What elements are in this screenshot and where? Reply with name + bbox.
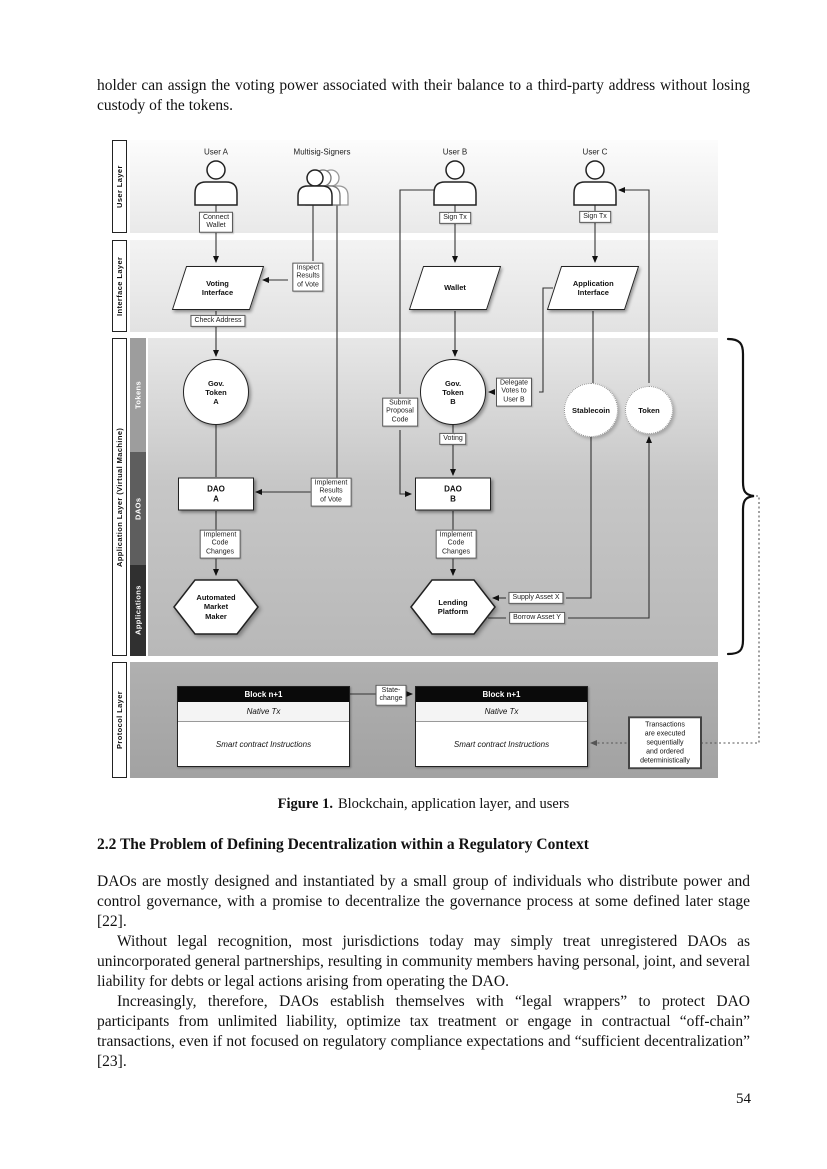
inspect-results-label: Inspect Results of Vote [292,262,324,292]
gov-token-a-node: Gov. Token A [183,359,249,425]
user-c-icon [573,160,617,206]
block-b-native-tx: Native Tx [416,702,587,722]
figure-caption: Figure 1.Blockchain, application layer, … [97,796,750,813]
user-a-icon [194,160,238,206]
user-b-label: User B [442,147,468,157]
line-userb-submitproposal [399,189,434,394]
submit-proposal-label: Submit Proposal Code [382,397,418,427]
caption-text: Blockchain, application layer, and users [337,796,570,812]
supply-asset-label: Supply Asset X [508,591,564,605]
paragraph-1: DAOs are mostly designed and instantiate… [97,873,750,930]
multisig-signers-icon [297,169,349,206]
voting-interface-node: Voting Interface [171,266,265,310]
page-number: 54 [736,1091,751,1107]
caption-label: Figure 1. [277,796,333,812]
amm-node: Automated Market Maker [172,577,260,637]
block-a-smart-instructions: Smart contract Instructions [215,739,312,749]
application-layer-brace [726,337,755,656]
wallet-node: Wallet [408,266,502,310]
block-b: Block n+1 Native Tx Smart contract Instr… [415,686,588,767]
line-appinterface-delegate [539,287,553,393]
voting-label: Voting [439,432,467,446]
paragraph-2: Without legal recognition, most jurisdic… [97,933,750,990]
intro-paragraph: holder can assign the voting power assoc… [97,77,750,114]
multisig-signers-label: Multisig-Signers [293,147,351,157]
block-a-header: Block n+1 [178,687,349,702]
check-address-label: Check Address [190,314,246,328]
paragraph-3: Increasingly, therefore, DAOs establish … [97,993,750,1070]
block-b-header: Block n+1 [416,687,587,702]
dashed-brace-to-block [590,495,760,746]
stablecoin-node: Stablecoin [564,383,618,437]
block-a-native-tx: Native Tx [178,702,349,722]
implement-code-a-label: Implement Code Changes [199,529,241,559]
borrow-asset-label: Borrow Asset Y [509,611,565,625]
delegate-votes-label: Delegate Votes to User B [495,377,533,407]
line-token-userc [618,187,650,383]
block-a: Block n+1 Native Tx Smart contract Instr… [177,686,350,767]
user-c-label: User C [582,147,608,157]
line-submitproposal-daob [399,430,412,497]
implement-results-label: Implement Results of Vote [310,477,352,507]
application-interface-node: Application Interface [546,266,640,310]
line-borrow-token [568,436,652,619]
section-heading: 2.2 The Problem of Defining Decentraliza… [97,836,589,853]
figure-1: User Layer Interface Layer Application L… [112,140,774,780]
line-stablecoin-supply [566,437,592,599]
user-b-icon [433,160,477,206]
lending-platform-node: Lending Platform [409,577,497,637]
dao-a-node: DAO A [178,477,254,511]
dao-b-node: DAO B [415,477,491,511]
body-text: DAOs are mostly designed and instantiate… [97,872,750,1072]
transactions-note: Transactions are executed sequentially a… [628,716,702,770]
gov-token-b-node: Gov. Token B [420,359,486,425]
connect-wallet-label: Connect Wallet [198,211,234,233]
user-a-label: User A [203,147,229,157]
sign-tx-c-label: Sign Tx [579,210,611,224]
token-node: Token [625,386,673,434]
sign-tx-b-label: Sign Tx [439,211,471,225]
state-change-label: State- change [375,684,407,706]
block-b-smart-instructions: Smart contract Instructions [453,739,550,749]
figure-connectors [194,160,760,746]
implement-code-b-label: Implement Code Changes [435,529,477,559]
